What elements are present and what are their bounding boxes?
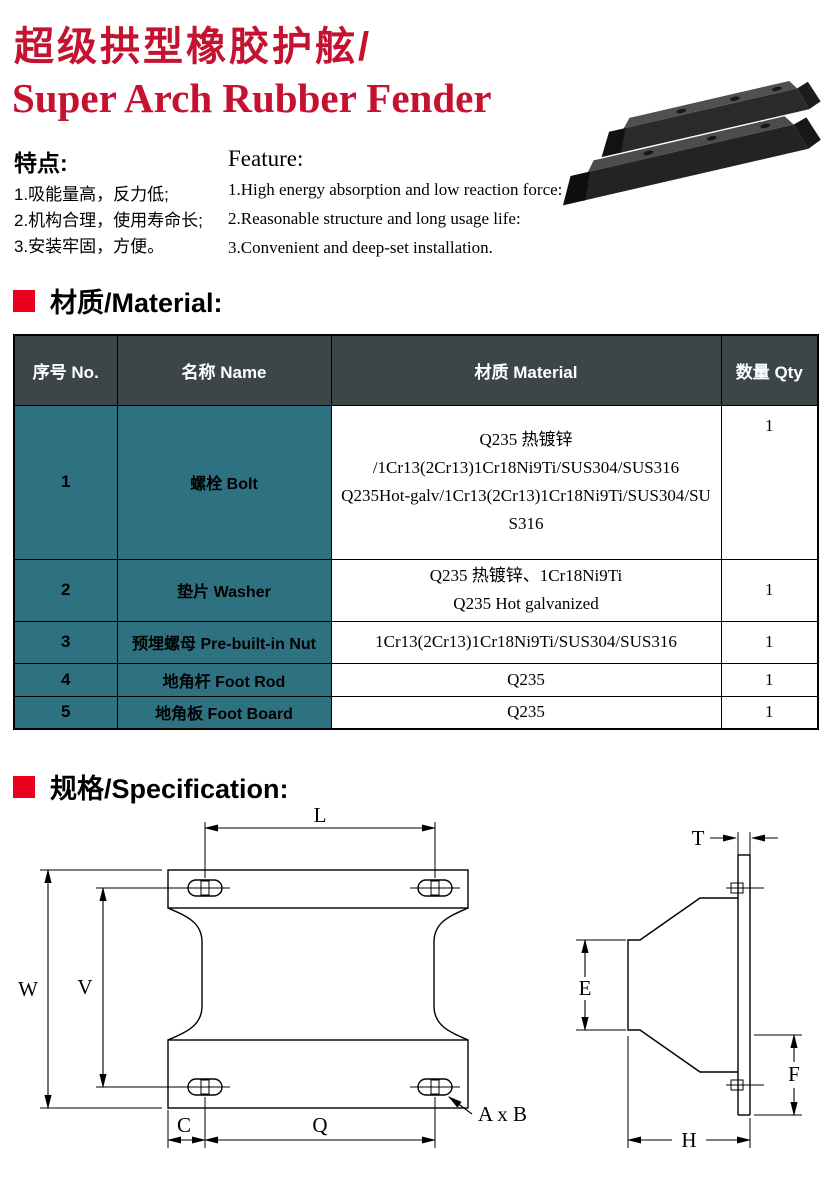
cell-no: 2	[13, 558, 118, 622]
dim-V: V	[77, 886, 186, 1089]
cell-qty: 1	[720, 404, 819, 560]
cell-qty: 1	[720, 620, 819, 664]
material-table: 序号 No. 名称 Name 材质 Material 数量 Qty 1 螺栓 B…	[13, 334, 819, 730]
table-row: 4 地角杆 Foot Rod Q235 1	[13, 662, 819, 697]
col-header-material: 材质 Material	[330, 334, 722, 406]
cell-material: Q235	[330, 662, 722, 697]
cell-material: Q235 热镀锌、1Cr18Ni9Ti Q235 Hot galvanized	[330, 558, 722, 622]
specification-section-heading: 规格/Specification:	[13, 767, 289, 806]
specification-heading-text: 规格/Specification:	[50, 774, 289, 804]
dim-label-H: H	[681, 1128, 696, 1152]
cell-qty: 1	[720, 662, 819, 697]
dim-T: T	[692, 826, 778, 855]
dim-label-F: F	[788, 1062, 800, 1086]
cell-no: 5	[13, 695, 118, 730]
callout-AxB: A x B	[448, 1096, 527, 1126]
front-view: L W V	[18, 803, 527, 1148]
cell-name: 预埋螺母 Pre-built-in Nut	[116, 620, 332, 664]
cell-qty: 1	[720, 558, 819, 622]
red-square-bullet-icon	[13, 775, 35, 798]
dim-label-Q: Q	[312, 1113, 327, 1137]
features-english: Feature: 1.High energy absorption and lo…	[228, 146, 568, 262]
material-section-heading: 材质/Material:	[13, 281, 223, 320]
features-title-cn: 特点:	[14, 150, 68, 176]
dim-label-W: W	[18, 977, 38, 1001]
bolt-slot	[180, 1078, 230, 1096]
page-title-chinese: 超级拱型橡胶护舷/	[14, 25, 373, 69]
dim-H: H	[626, 1036, 752, 1152]
dim-W: W	[18, 868, 162, 1110]
feature-item-cn: 1.吸能量高，反力低;	[14, 185, 169, 204]
specification-diagram: L W V	[0, 800, 830, 1194]
bolt-slot	[180, 879, 230, 897]
feature-item-en: 3.Convenient and deep-set installation.	[228, 238, 493, 257]
bolt-slot	[410, 879, 460, 897]
feature-item-en: 2.Reasonable structure and long usage li…	[228, 209, 521, 228]
col-header-qty: 数量 Qty	[720, 334, 819, 406]
cell-qty: 1	[720, 695, 819, 730]
dim-label-L: L	[314, 803, 327, 827]
feature-item-cn: 2.机构合理，使用寿命长;	[14, 211, 203, 230]
feature-item-cn: 3.安装牢固，方便。	[14, 237, 165, 256]
dim-C-Q: C Q	[166, 1097, 437, 1148]
cell-material: Q235	[330, 695, 722, 730]
cell-material: 1Cr13(2Cr13)1Cr18Ni9Ti/SUS304/SUS316	[330, 620, 722, 664]
red-square-bullet-icon	[13, 289, 35, 312]
material-heading-text: 材质/Material:	[50, 288, 223, 318]
side-view: T E F	[576, 826, 802, 1152]
table-row: 5 地角板 Foot Board Q235 1	[13, 695, 819, 730]
cell-no: 3	[13, 620, 118, 664]
col-header-no: 序号 No.	[13, 334, 118, 406]
table-row: 1 螺栓 Bolt Q235 热镀锌 /1Cr13(2Cr13)1Cr18Ni9…	[13, 404, 819, 560]
dim-label-E: E	[579, 976, 592, 1000]
fender-front	[562, 116, 821, 206]
bolt-slot	[410, 1078, 460, 1096]
product-photo	[553, 52, 830, 222]
cell-name: 螺栓 Bolt	[116, 404, 332, 560]
feature-item-en: 1.High energy absorption and low reactio…	[228, 180, 563, 199]
features-title-en: Feature:	[228, 146, 304, 171]
cell-name: 垫片 Washer	[116, 558, 332, 622]
dim-L: L	[203, 803, 437, 878]
features-chinese: 特点: 1.吸能量高，反力低; 2.机构合理，使用寿命长; 3.安装牢固，方便。	[14, 144, 224, 260]
dim-label-V: V	[77, 975, 92, 999]
dim-F: F	[754, 1033, 802, 1117]
bolt	[726, 882, 764, 894]
cell-material: Q235 热镀锌 /1Cr13(2Cr13)1Cr18Ni9Ti/SUS304/…	[330, 404, 722, 560]
dim-label-T: T	[692, 826, 705, 850]
fender-rear	[601, 80, 821, 158]
table-row: 2 垫片 Washer Q235 热镀锌、1Cr18Ni9Ti Q235 Hot…	[13, 558, 819, 622]
cell-no: 4	[13, 662, 118, 697]
cell-name: 地角板 Foot Board	[116, 695, 332, 730]
dim-E: E	[576, 938, 626, 1032]
bolt	[726, 1079, 764, 1091]
table-header-row: 序号 No. 名称 Name 材质 Material 数量 Qty	[13, 334, 819, 406]
cell-no: 1	[13, 404, 118, 560]
table-row: 3 预埋螺母 Pre-built-in Nut 1Cr13(2Cr13)1Cr1…	[13, 620, 819, 664]
dim-label-C: C	[177, 1113, 191, 1137]
rubber-fender-illustration	[562, 80, 821, 206]
col-header-name: 名称 Name	[116, 334, 332, 406]
cell-name: 地角杆 Foot Rod	[116, 662, 332, 697]
page-title-english: Super Arch Rubber Fender	[12, 75, 492, 121]
dim-label-AxB: A x B	[478, 1102, 527, 1126]
